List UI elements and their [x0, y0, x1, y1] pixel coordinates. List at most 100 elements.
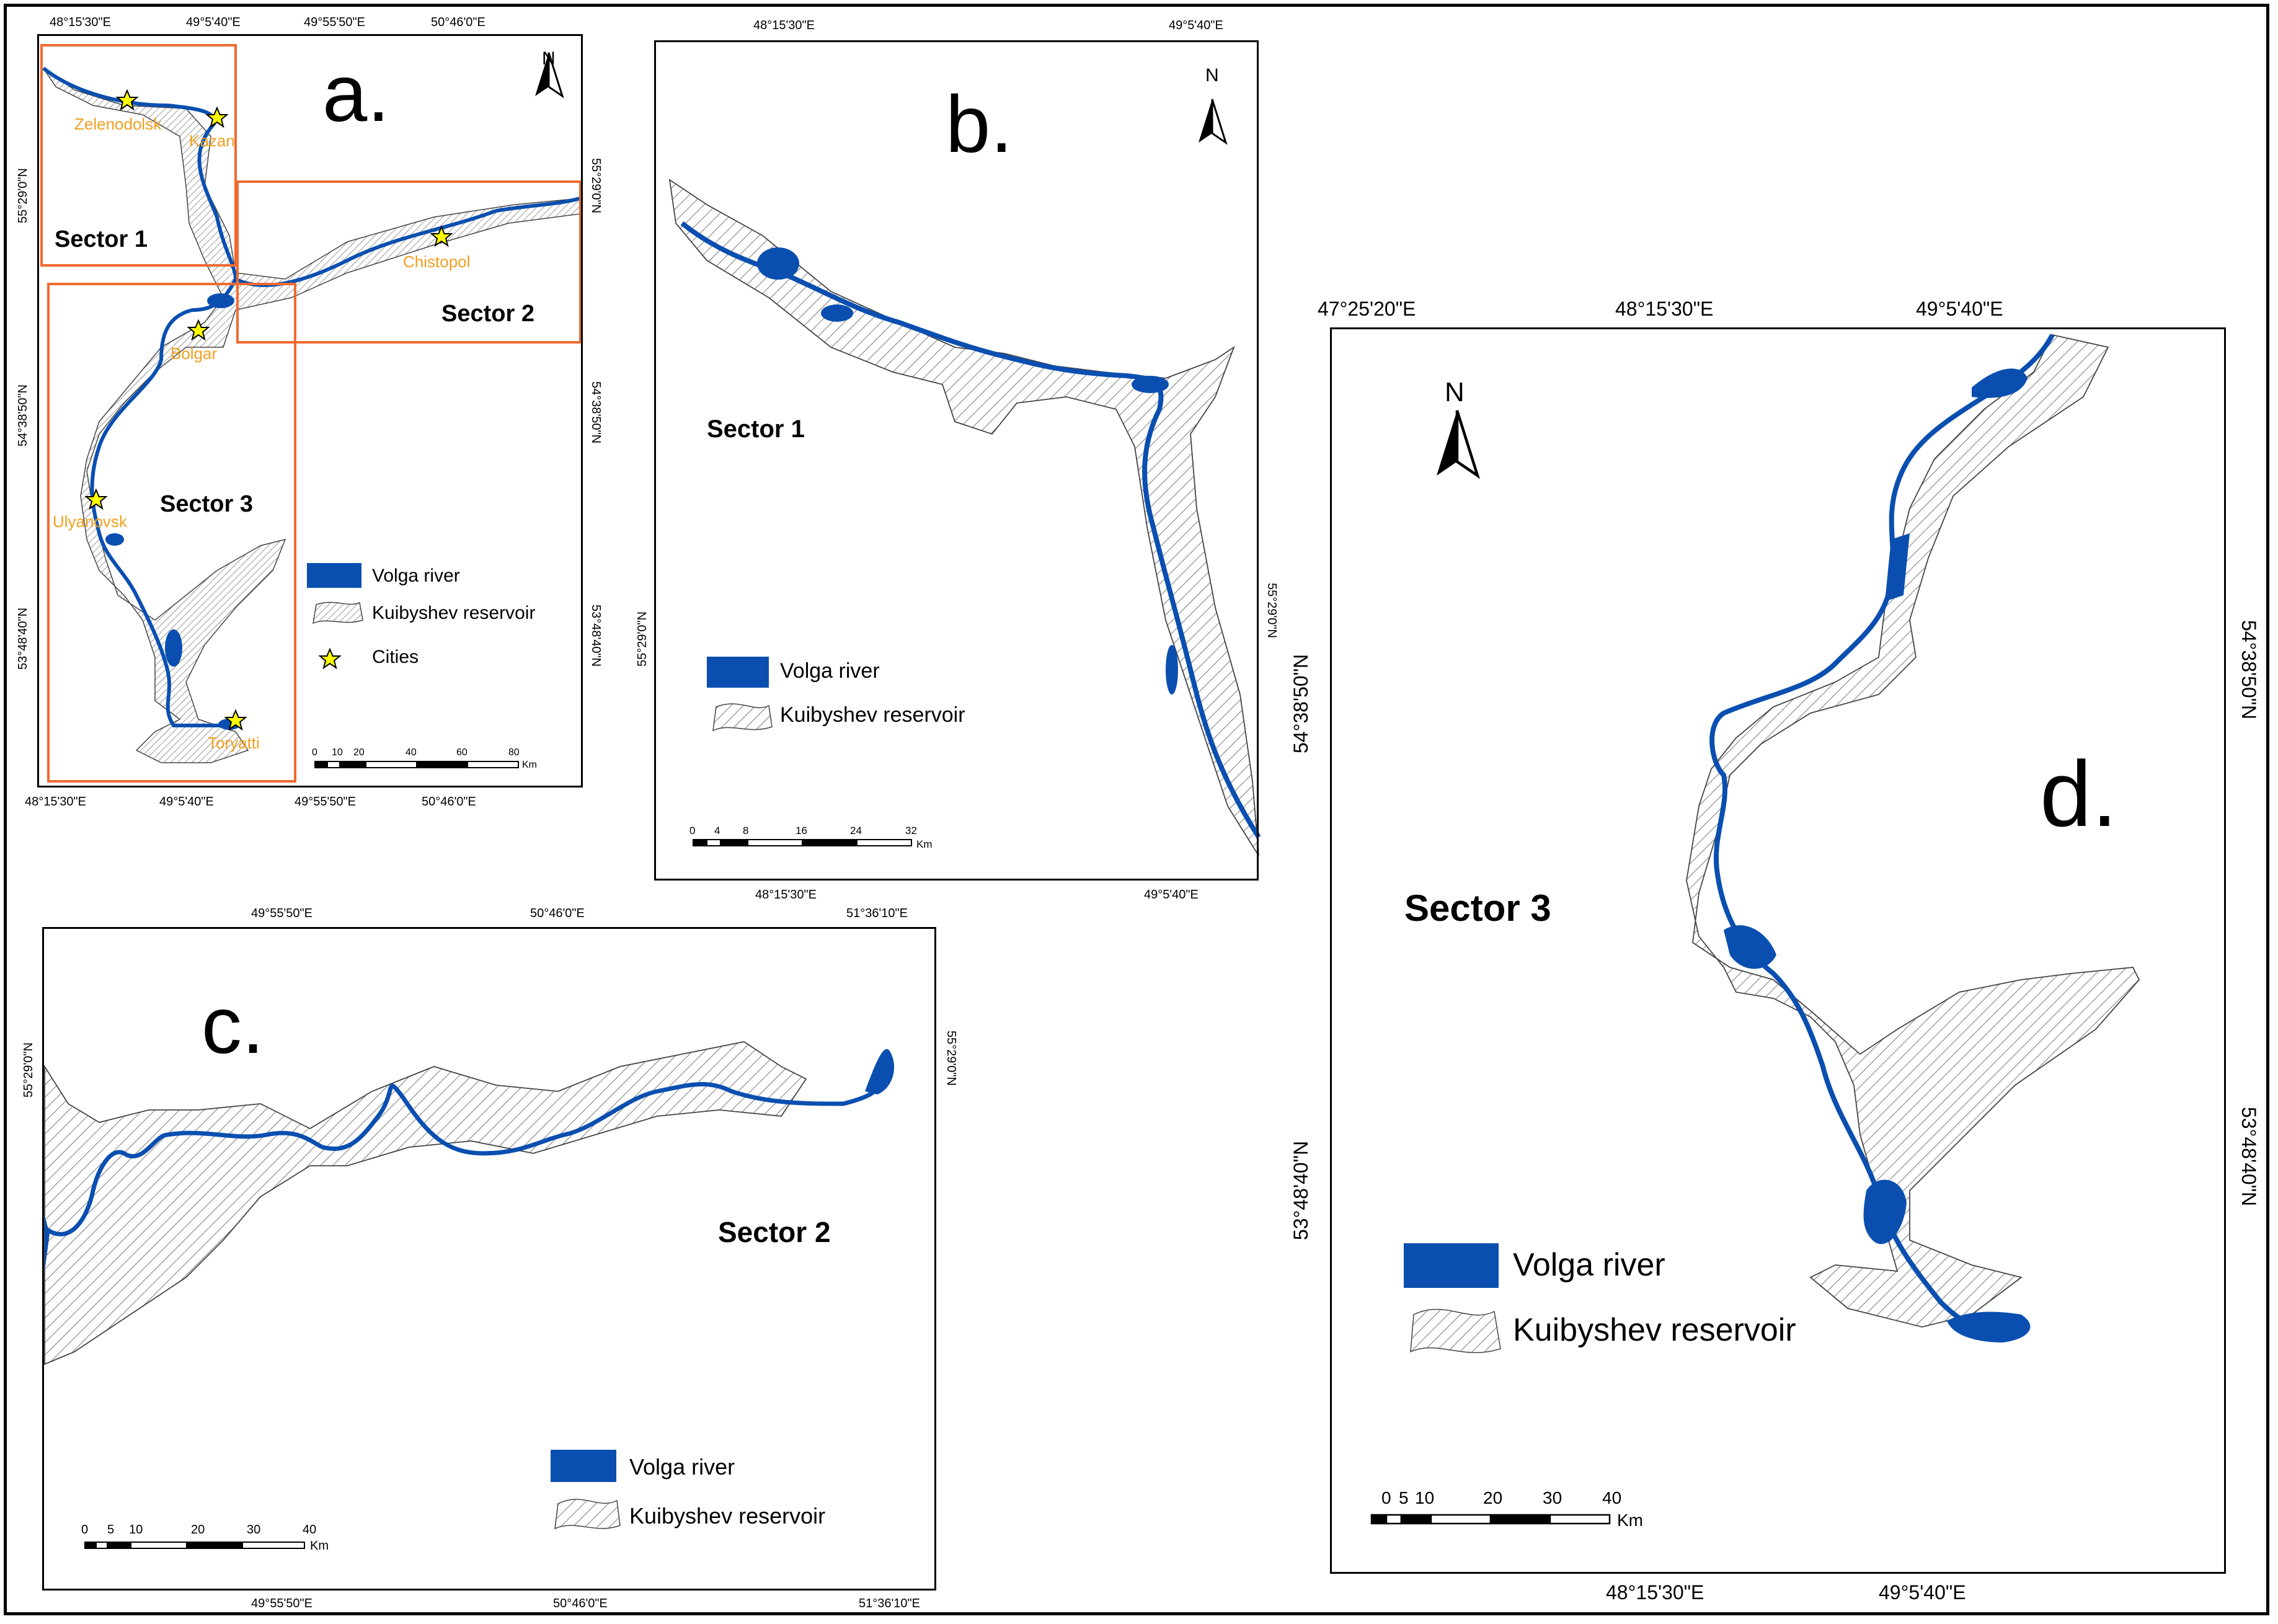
lon-tick: 48°15'30"E — [753, 19, 815, 32]
scale-bar — [1370, 1514, 1611, 1525]
legend-reservoir: Kuibyshev reservoir — [1513, 1312, 1796, 1348]
volga-river — [43, 1078, 883, 1236]
panel-b-map — [668, 98, 1261, 856]
scale-tick: 0 — [312, 747, 317, 758]
sector-3-box — [47, 283, 296, 783]
scale-tick: 24 — [850, 825, 862, 836]
lon-tick: 49°5'40"E — [159, 795, 214, 809]
lon-tick: 50°46'0"E — [530, 907, 585, 920]
scale-tick: 0 — [1381, 1488, 1391, 1507]
lon-tick: 48°15'30"E — [1615, 298, 1714, 320]
lon-tick: 48°15'30"E — [755, 888, 817, 902]
legend-cities: Cities — [372, 647, 419, 667]
lon-tick: 48°15'30"E — [50, 16, 111, 29]
scale-unit: Km — [310, 1539, 329, 1553]
city-label: Chistopol — [403, 252, 471, 271]
lat-tick: 53°48'40"N — [1290, 1140, 1312, 1240]
legend-reservoir: Kuibyshev reservoir — [780, 703, 965, 727]
scale-tick: 8 — [743, 825, 749, 836]
north-label: N — [1445, 377, 1465, 407]
lon-tick: 50°46'0"E — [431, 16, 485, 29]
lat-tick: 55°29'0"N — [16, 168, 30, 223]
lat-tick: 55°29'0"N — [22, 1042, 35, 1098]
panel-letter: b. — [946, 79, 1013, 169]
sector-2-box — [236, 180, 582, 344]
lon-tick: 47°25'20"E — [1318, 298, 1416, 320]
panel-a-frame — [37, 34, 583, 788]
lon-tick: 48°15'30"E — [1606, 1581, 1704, 1604]
volga-river — [90, 278, 239, 727]
lat-tick: 55°29'0"N — [589, 158, 603, 213]
lat-tick: 53°48'40"N — [589, 605, 603, 667]
scale-tick: 30 — [247, 1523, 261, 1537]
lat-tick: 54°38'50"N — [589, 381, 603, 444]
lat-tick: 55°29'0"N — [1265, 583, 1279, 638]
panel-c-map — [43, 1041, 895, 1549]
figure-frame — [4, 4, 2269, 1615]
sector-label: Sector 1 — [55, 226, 148, 252]
panel-d-map — [1370, 334, 2140, 1525]
legend-river: Volga river — [1513, 1247, 1665, 1283]
scale-unit: Km — [916, 838, 933, 850]
sector-1-box — [40, 44, 237, 267]
scale-tick: 40 — [1602, 1488, 1622, 1507]
lat-tick: 53°48'40"N — [2238, 1107, 2260, 1207]
reservoir-area — [44, 1041, 807, 1365]
lon-tick: 49°55'50"E — [251, 1597, 312, 1610]
scale-tick: 20 — [1483, 1488, 1503, 1507]
volga-river — [680, 221, 1261, 839]
lon-tick: 50°46'0"E — [422, 795, 476, 809]
lat-tick: 55°29'0"N — [636, 611, 649, 667]
scale-bar — [314, 761, 519, 768]
lon-tick: 49°5'40"E — [186, 16, 241, 29]
scale-tick: 16 — [796, 825, 807, 836]
sector-label: Sector 3 — [160, 491, 253, 517]
lon-tick: 48°15'30"E — [25, 795, 86, 809]
city-label: Toryatti — [208, 734, 260, 752]
lat-tick: 55°29'0"N — [944, 1031, 958, 1086]
scale-tick: 20 — [191, 1523, 205, 1537]
sector-label: Sector 1 — [707, 415, 805, 443]
panel-letter: d. — [2040, 742, 2118, 846]
reservoir-area — [43, 68, 580, 763]
scale-tick: 32 — [905, 825, 917, 836]
lon-tick: 49°55'50"E — [251, 907, 312, 920]
lon-tick: 51°36'10"E — [846, 907, 908, 920]
lon-tick: 49°5'40"E — [1169, 19, 1223, 32]
legend-river: Volga river — [780, 659, 880, 683]
scale-tick: 40 — [406, 747, 417, 758]
lon-tick: 50°46'0"E — [553, 1597, 608, 1610]
scale-tick: 0 — [81, 1523, 89, 1537]
legend-reservoir: Kuibyshev reservoir — [372, 603, 536, 623]
panel-b-frame — [654, 40, 1259, 881]
scale-tick: 80 — [508, 747, 520, 758]
lon-tick: 49°55'50"E — [304, 16, 365, 29]
city-label: Kazan — [189, 131, 235, 150]
legend-river: Volga river — [372, 566, 460, 586]
scale-unit: Km — [522, 760, 537, 770]
scale-tick: 20 — [353, 747, 365, 758]
scale-tick: 10 — [129, 1523, 143, 1537]
scale-tick: 40 — [303, 1523, 317, 1537]
scale-tick: 30 — [1543, 1488, 1562, 1507]
panel-letter: a. — [322, 48, 390, 138]
scale-bar — [693, 839, 912, 846]
north-label: N — [542, 48, 556, 69]
scale-tick: 10 — [1415, 1488, 1435, 1507]
scale-bar — [84, 1542, 305, 1549]
lat-tick: 54°38'50"N — [1290, 654, 1312, 753]
scale-tick: 5 — [1399, 1488, 1409, 1507]
lat-tick: 54°38'50"N — [16, 384, 30, 446]
lon-tick: 49°5'40"E — [1144, 888, 1199, 902]
panel-a-map — [40, 44, 582, 783]
scale-tick: 0 — [689, 825, 696, 836]
sector-label: Sector 2 — [718, 1216, 831, 1248]
north-label: N — [1205, 65, 1219, 86]
lon-tick: 49°5'40"E — [1879, 1581, 1966, 1604]
legend-river: Volga river — [629, 1454, 735, 1480]
lat-tick: 53°48'40"N — [16, 607, 30, 670]
legend-reservoir: Kuibyshev reservoir — [629, 1503, 826, 1529]
panel-letter: c. — [202, 980, 265, 1070]
scale-tick: 10 — [332, 747, 343, 758]
